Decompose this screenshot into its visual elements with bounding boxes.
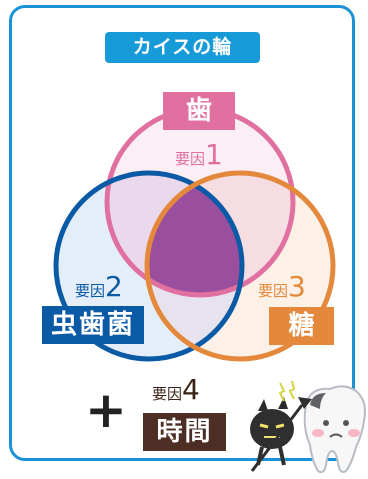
time-label: 時間 (143, 413, 226, 451)
factor-2-label: 要因2 (75, 270, 123, 303)
sad-tooth-icon (303, 385, 366, 474)
plus-sign: + (85, 381, 127, 439)
teeth-label: 歯 (163, 92, 235, 130)
factor-4-label: 要因4 (152, 373, 200, 406)
factor-1-label: 要因1 (175, 138, 223, 171)
sugar-label: 糖 (269, 307, 334, 345)
title-badge: カイスの輪 (105, 32, 260, 63)
factor-3-label: 要因3 (258, 270, 306, 303)
illustration (250, 380, 366, 474)
bacteria-label: 虫歯菌 (42, 306, 144, 344)
bacteria-devil-icon (250, 380, 312, 472)
